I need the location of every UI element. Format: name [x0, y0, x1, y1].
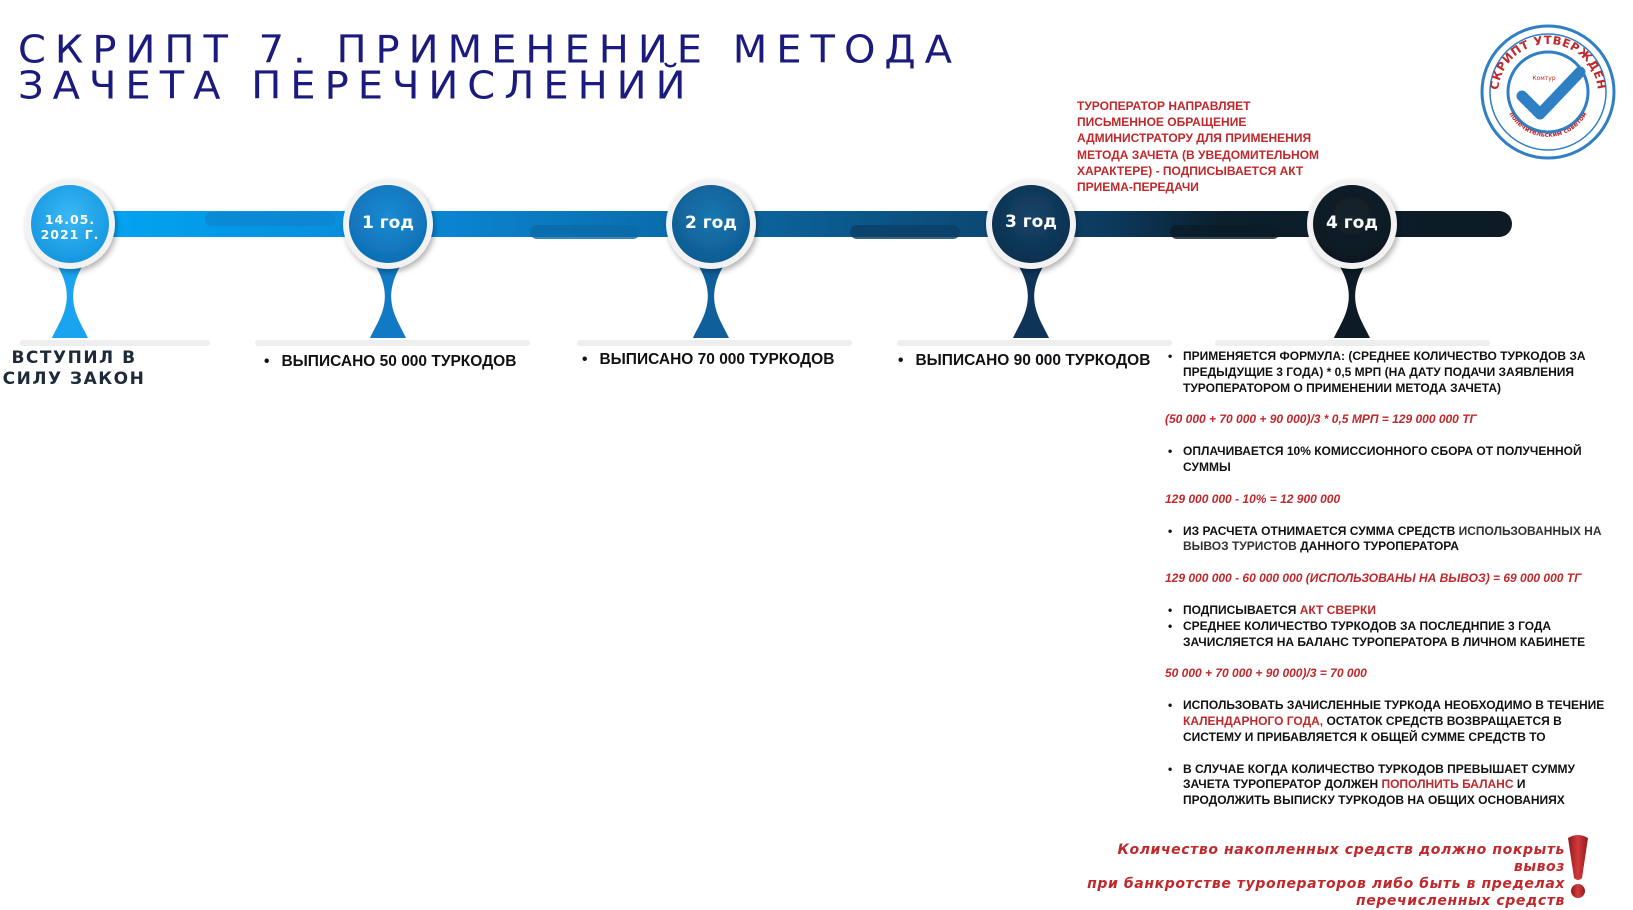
detail-topup-b: ПОПОЛНИТЬ БАЛАНС	[1381, 777, 1514, 792]
formula-commission: 129 000 000 - 10% = 12 900 000	[1165, 491, 1341, 506]
formula-subtract: 129 000 000 - 60 000 000 (ИСПОЛЬЗОВАНЫ Н…	[1165, 571, 1582, 586]
node-start-label-line2: 2021 Г.	[40, 227, 100, 242]
timeline-stem-1	[52, 265, 88, 338]
detail-subtract-b: ИСПОЛЬЗОВАННЫХ НА ВЫВОЗ ТУРИСТОВ	[1183, 523, 1602, 554]
timeline-node-year4	[1307, 179, 1397, 269]
node-start-label-line1: 14.05.	[44, 212, 96, 227]
detail-commission-item: ОПЛАЧИВАЕТСЯ 10% КОМИССИОННОГО СБОРА ОТ …	[1165, 444, 1605, 476]
node-year4-label: 4 год	[1325, 213, 1379, 233]
detail-calendar-item: ИСПОЛЬЗОВАТЬ ЗАЧИСЛЕННЫЕ ТУРКОДА НЕОБХОД…	[1165, 698, 1605, 745]
year1-bullet: ВЫПИСАНО 50 000 ТУРКОДОВ	[264, 353, 516, 371]
timeline-node-year2	[666, 179, 756, 269]
page-title: СКРИПТ 7. ПРИМЕНЕНИЕ МЕТОДА ЗАЧЕТА ПЕРЕЧ…	[18, 28, 962, 108]
detail-act-b: АКТ СВЕРКИ	[1299, 602, 1376, 617]
detail-calendar-a: ИСПОЛЬЗОВАТЬ ЗАЧИСЛЕННЫЕ ТУРКОДА НЕОБХОД…	[1183, 698, 1605, 713]
timeline-stem-5	[1334, 265, 1370, 338]
law-effective-line1: ВСТУПИЛ В	[11, 348, 137, 368]
detail-topup-c: И ПРОДОЛЖИТЬ ВЫПИСКУ ТУРКОДОВ НА ОБЩИХ О…	[1183, 777, 1565, 808]
detail-act-a: ПОДПИСЫВАЕТСЯ	[1183, 602, 1300, 617]
detail-calendar-c: ОСТАТОК СРЕДСТВ ВОЗВРАЩАЕТСЯ В СИСТЕМУ И…	[1183, 713, 1562, 744]
detail-subtract-a: ИЗ РАСЧЕТА ОТНИМАЕТСЯ СУММА СРЕДСТВ	[1183, 523, 1459, 538]
timeline-node-year1	[343, 179, 433, 269]
year4-details: ПРИМЕНЯЕТСЯ ФОРМУЛА: (СРЕДНЕЕ КОЛИЧЕСТВО…	[1165, 349, 1605, 809]
page-title-line2: ЗАЧЕТА ПЕРЕЧИСЛЕНИЙ	[18, 64, 695, 108]
node-year2-label: 2 год	[684, 213, 738, 233]
year2-bullet: ВЫПИСАНО 70 000 ТУРКОДОВ	[582, 351, 834, 369]
node-year3-label: 3 год	[1004, 212, 1058, 232]
timeline-node-year3	[986, 179, 1076, 269]
formula-balance: 50 000 + 70 000 + 90 000)/3 = 70 000	[1165, 666, 1367, 681]
law-effective-text: ВСТУПИЛ В СИЛУ ЗАКОН	[0, 348, 154, 390]
detail-balance-item: СРЕДНЕЕ КОЛИЧЕСТВО ТУРКОДОВ ЗА ПОСЛЕДНПИ…	[1165, 619, 1605, 651]
footer-note-line1: Количество накопленных средств должно по…	[1117, 842, 1565, 875]
detail-subtract-c: ДАННОГО ТУРОПЕРАТОРА	[1296, 539, 1459, 554]
detail-subtract-item: ИЗ РАСЧЕТА ОТНИМАЕТСЯ СУММА СРЕДСТВ ИСПО…	[1165, 524, 1605, 556]
node-start-label: 14.05. 2021 Г.	[34, 212, 106, 242]
footer-note-line3: перечисленных средств	[1355, 893, 1565, 909]
node-year1-label: 1 год	[361, 213, 415, 233]
timeline-node-start	[25, 179, 115, 269]
stamp-logo-text: Комтур	[1532, 75, 1556, 82]
detail-topup-a: В СЛУЧАЕ КОГДА КОЛИЧЕСТВО ТУРКОДОВ ПРЕВЫ…	[1183, 761, 1576, 792]
detail-act-item: ПОДПИСЫВАЕТСЯ АКТ СВЕРКИ	[1165, 603, 1605, 619]
exclamation-icon	[1568, 835, 1588, 898]
timeline-stem-3	[693, 265, 729, 338]
footer-note-line2: при банкротстве туроператоров либо быть …	[1087, 876, 1565, 892]
detail-topup-item: В СЛУЧАЕ КОГДА КОЛИЧЕСТВО ТУРКОДОВ ПРЕВЫ…	[1165, 762, 1605, 809]
detail-calendar-b: КАЛЕНДАРНОГО ГОДА,	[1183, 713, 1324, 728]
page-title-line1: СКРИПТ 7. ПРИМЕНЕНИЕ МЕТОДА	[18, 28, 962, 72]
timeline-stem-4	[1013, 265, 1049, 338]
law-effective-line2: СИЛУ ЗАКОН	[2, 369, 146, 389]
timeline-stem-2	[370, 265, 406, 338]
formula-average: (50 000 + 70 000 + 90 000)/3 * 0,5 МРП =…	[1165, 412, 1477, 427]
footer-note: Количество накопленных средств должно по…	[1065, 842, 1565, 910]
detail-formula-item: ПРИМЕНЯЕТСЯ ФОРМУЛА: (СРЕДНЕЕ КОЛИЧЕСТВО…	[1165, 349, 1605, 396]
year3-bullet: ВЫПИСАНО 90 000 ТУРКОДОВ	[898, 352, 1150, 370]
approved-stamp-icon: СКРИПТ УТВЕРЖДЕН попечительским советом …	[1480, 24, 1616, 160]
operator-note: ТУРОПЕРАТОР НАПРАВЛЯЕТ ПИСЬМЕННОЕ ОБРАЩЕ…	[1077, 99, 1320, 195]
